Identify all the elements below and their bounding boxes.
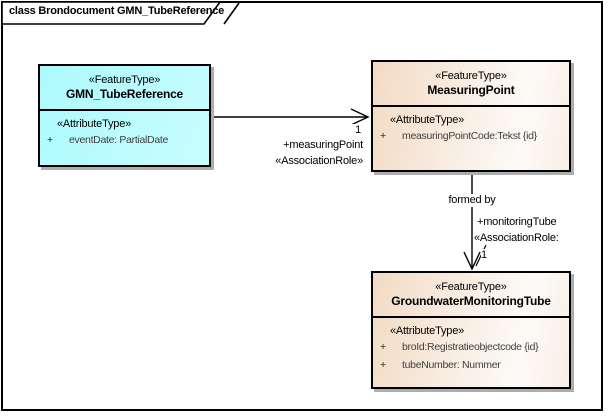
class-stereotype: «FeatureType»	[435, 70, 507, 82]
attribute-compartment: «AttributeType» + measuringPointCode:Tek…	[373, 107, 569, 144]
attribute-compartment: «AttributeType» + eventDate: PartialDate	[40, 111, 209, 148]
class-groundwatermonitoringtube[interactable]: «FeatureType» GroundwaterMonitoringTube …	[371, 271, 571, 389]
attribute-signature: broId:Registratieobjectcode {id}	[402, 341, 539, 353]
visibility-marker: +	[47, 134, 53, 146]
association-stereotype: «AssociationRole»	[228, 155, 363, 168]
open-arrowhead-icon	[350, 108, 370, 126]
attribute-row[interactable]: + measuringPointCode:Tekst {id}	[373, 130, 569, 144]
association-name: formed by	[429, 194, 515, 207]
class-header: «FeatureType» MeasuringPoint	[373, 62, 569, 107]
attribute-signature: tubeNumber: Nummer	[402, 359, 501, 371]
compartment-stereotype: «AttributeType»	[390, 114, 465, 126]
class-stereotype: «FeatureType»	[88, 74, 161, 86]
class-measuringpoint[interactable]: «FeatureType» MeasuringPoint «AttributeT…	[371, 60, 571, 172]
visibility-marker: +	[380, 359, 386, 371]
attribute-row[interactable]: + tubeNumber: Nummer	[373, 359, 569, 373]
association-role: +measuringPoint	[245, 139, 363, 152]
association-measuringpoint[interactable]	[213, 108, 370, 126]
association-multiplicity: 1	[481, 249, 487, 262]
class-header: «FeatureType» GroundwaterMonitoringTube	[373, 273, 569, 318]
attribute-signature: measuringPointCode:Tekst {id}	[402, 130, 537, 142]
compartment-stereotype: «AttributeType»	[390, 325, 465, 337]
diagram-frame-tab	[1, 1, 222, 25]
class-name: GMN_TubeReference	[65, 87, 184, 101]
class-gmn-tubereference[interactable]: «FeatureType» GMN_TubeReference «Attribu…	[38, 64, 211, 167]
class-name: MeasuringPoint	[427, 83, 515, 97]
open-arrowhead-icon	[463, 251, 481, 271]
diagram-frame-border	[1, 1, 603, 411]
visibility-marker: +	[380, 130, 386, 142]
association-multiplicity: 1	[331, 124, 361, 137]
visibility-marker: +	[380, 341, 386, 353]
class-header: «FeatureType» GMN_TubeReference	[40, 66, 209, 111]
association-stereotype: «AssociationRole:	[474, 232, 559, 245]
class-name: GroundwaterMonitoringTube	[391, 294, 551, 308]
association-role: +monitoringTube	[477, 216, 557, 229]
attribute-row[interactable]: + eventDate: PartialDate	[40, 134, 209, 148]
attribute-row[interactable]: + broId:Registratieobjectcode {id}	[373, 341, 569, 355]
frame-tab-accent-slash	[223, 2, 240, 25]
attribute-compartment: «AttributeType» + broId:Registratieobjec…	[373, 318, 569, 373]
class-stereotype: «FeatureType»	[435, 281, 507, 293]
attribute-signature: eventDate: PartialDate	[69, 134, 169, 146]
compartment-stereotype: «AttributeType»	[57, 118, 132, 130]
diagram-frame-label: class Brondocument GMN_TubeReference	[9, 5, 225, 17]
